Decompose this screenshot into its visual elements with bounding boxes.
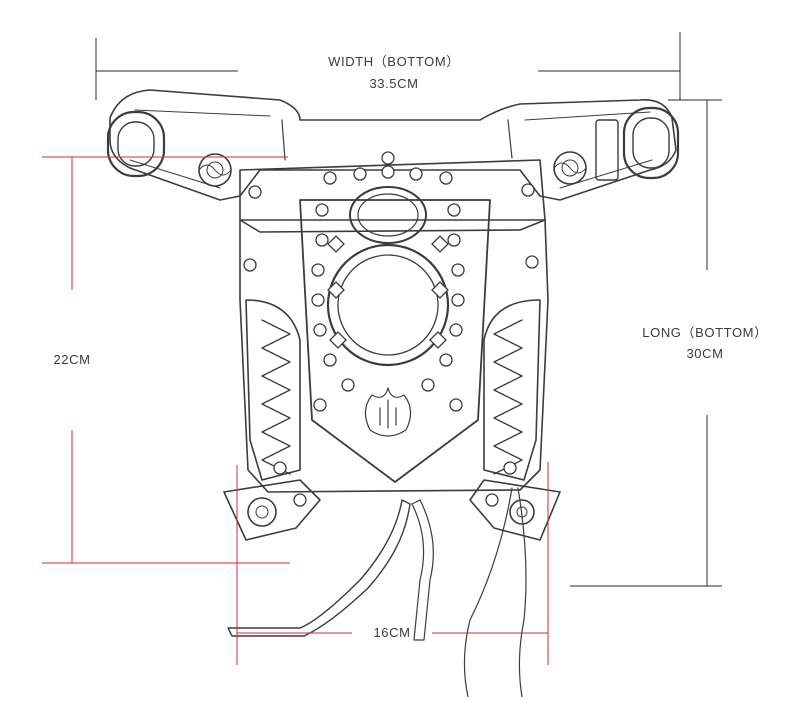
rivet — [439, 171, 453, 185]
rivet — [353, 167, 367, 181]
rivet-group — [243, 151, 539, 507]
rivet — [449, 398, 463, 412]
rivet — [313, 323, 327, 337]
rivet — [311, 263, 325, 277]
leg-tie-strap — [227, 499, 411, 637]
rivet — [439, 353, 453, 367]
rivet — [447, 233, 461, 247]
lower-flap-left — [223, 479, 321, 541]
rivet — [315, 233, 329, 247]
side-panel-right — [483, 299, 541, 481]
rivet — [323, 353, 337, 367]
hanging-chain — [463, 487, 513, 698]
strap-buckle-right — [595, 119, 619, 181]
black-guide-lines — [95, 32, 722, 587]
long-bottom-value: 30CM — [686, 346, 724, 361]
rivet — [381, 151, 395, 165]
rivet — [313, 398, 327, 412]
lacing-left — [261, 319, 291, 475]
rivet — [521, 183, 535, 197]
rivet — [503, 461, 517, 475]
snap-button-left — [247, 497, 277, 527]
height-value: 22CM — [53, 352, 91, 367]
center-shield-panel — [299, 199, 491, 483]
long-bottom-label: LONG（BOTTOM） — [642, 325, 768, 340]
rivet — [485, 493, 499, 507]
rivet — [341, 378, 355, 392]
rivet — [449, 323, 463, 337]
rivet — [525, 255, 539, 269]
pyramid-stud — [327, 281, 345, 299]
rivet — [293, 493, 307, 507]
rivet — [243, 258, 257, 272]
lacing-right — [493, 319, 523, 475]
pyramid-stud — [431, 281, 449, 299]
strap-medallion-left — [198, 153, 232, 187]
red-guide-lines — [42, 156, 549, 665]
d-ring-right — [622, 106, 680, 180]
pyramid-stud — [431, 235, 449, 253]
pyramid-stud — [327, 235, 345, 253]
side-panel-left — [245, 299, 301, 481]
pyramid-stud — [329, 331, 347, 349]
depth-value: 16CM — [373, 625, 411, 640]
rivet — [451, 293, 465, 307]
width-bottom-value: 33.5CM — [369, 76, 419, 91]
rivet — [409, 167, 423, 181]
porthole-small — [349, 186, 427, 244]
width-bottom-label: WIDTH（BOTTOM） — [328, 54, 460, 69]
rivet — [381, 165, 395, 179]
rivet — [451, 263, 465, 277]
rivet — [273, 461, 287, 475]
rivet — [248, 185, 262, 199]
rivet — [323, 171, 337, 185]
crest-ornament — [364, 387, 412, 437]
belt-strap — [109, 89, 677, 201]
lower-flap-right — [469, 479, 561, 541]
pyramid-stud — [429, 331, 447, 349]
rivet — [311, 293, 325, 307]
bag-body — [239, 219, 549, 493]
rivet — [315, 203, 329, 217]
rivet — [421, 378, 435, 392]
rivet — [447, 203, 461, 217]
d-ring-left — [106, 110, 166, 178]
strap-medallion-right — [553, 151, 587, 185]
porthole-large — [326, 243, 450, 367]
snap-button-right — [509, 499, 535, 525]
